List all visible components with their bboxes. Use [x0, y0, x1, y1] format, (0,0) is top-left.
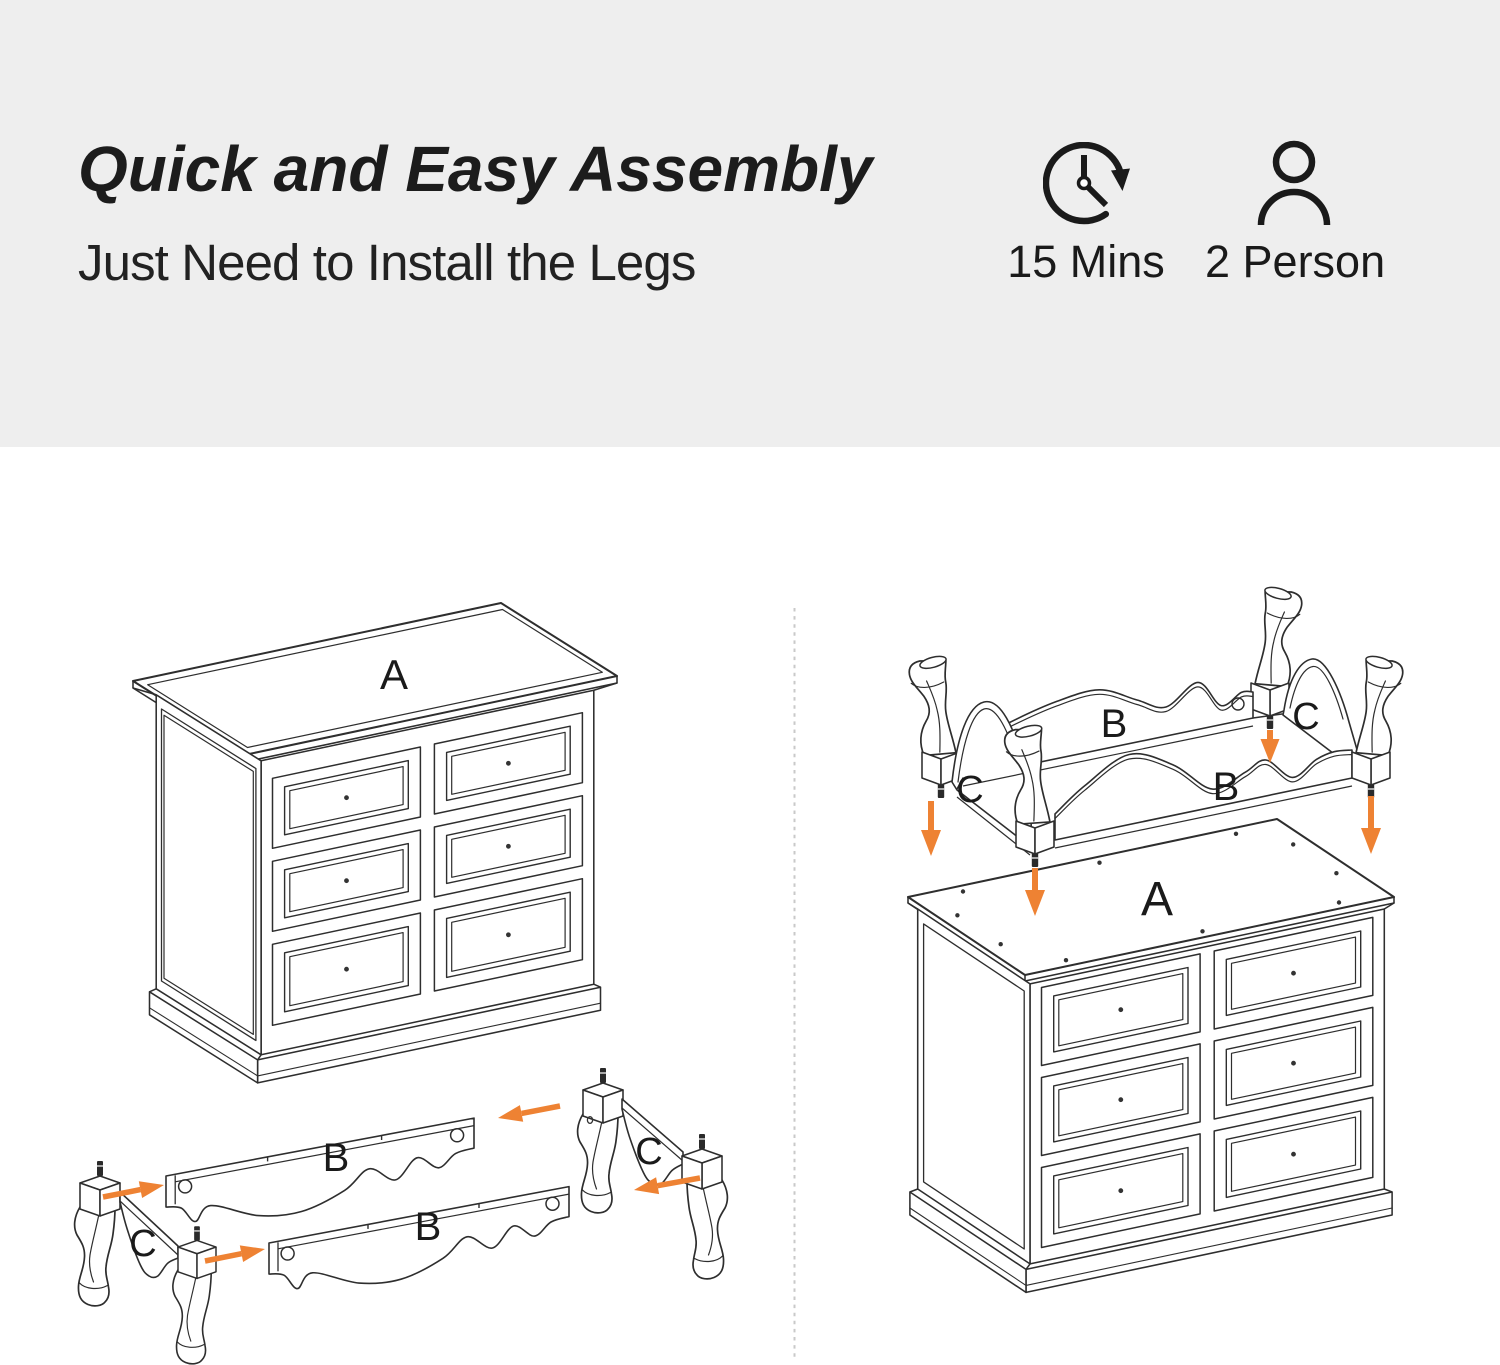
svg-text:A: A	[380, 651, 408, 698]
svg-text:C: C	[129, 1223, 156, 1265]
svg-text:B: B	[1101, 702, 1128, 746]
svg-text:B: B	[1213, 765, 1240, 809]
svg-text:B: B	[323, 1136, 350, 1180]
svg-text:A: A	[1141, 873, 1173, 926]
svg-text:C: C	[635, 1131, 662, 1173]
svg-text:C: C	[1292, 696, 1319, 738]
svg-text:C: C	[956, 769, 983, 811]
svg-text:B: B	[415, 1205, 442, 1249]
